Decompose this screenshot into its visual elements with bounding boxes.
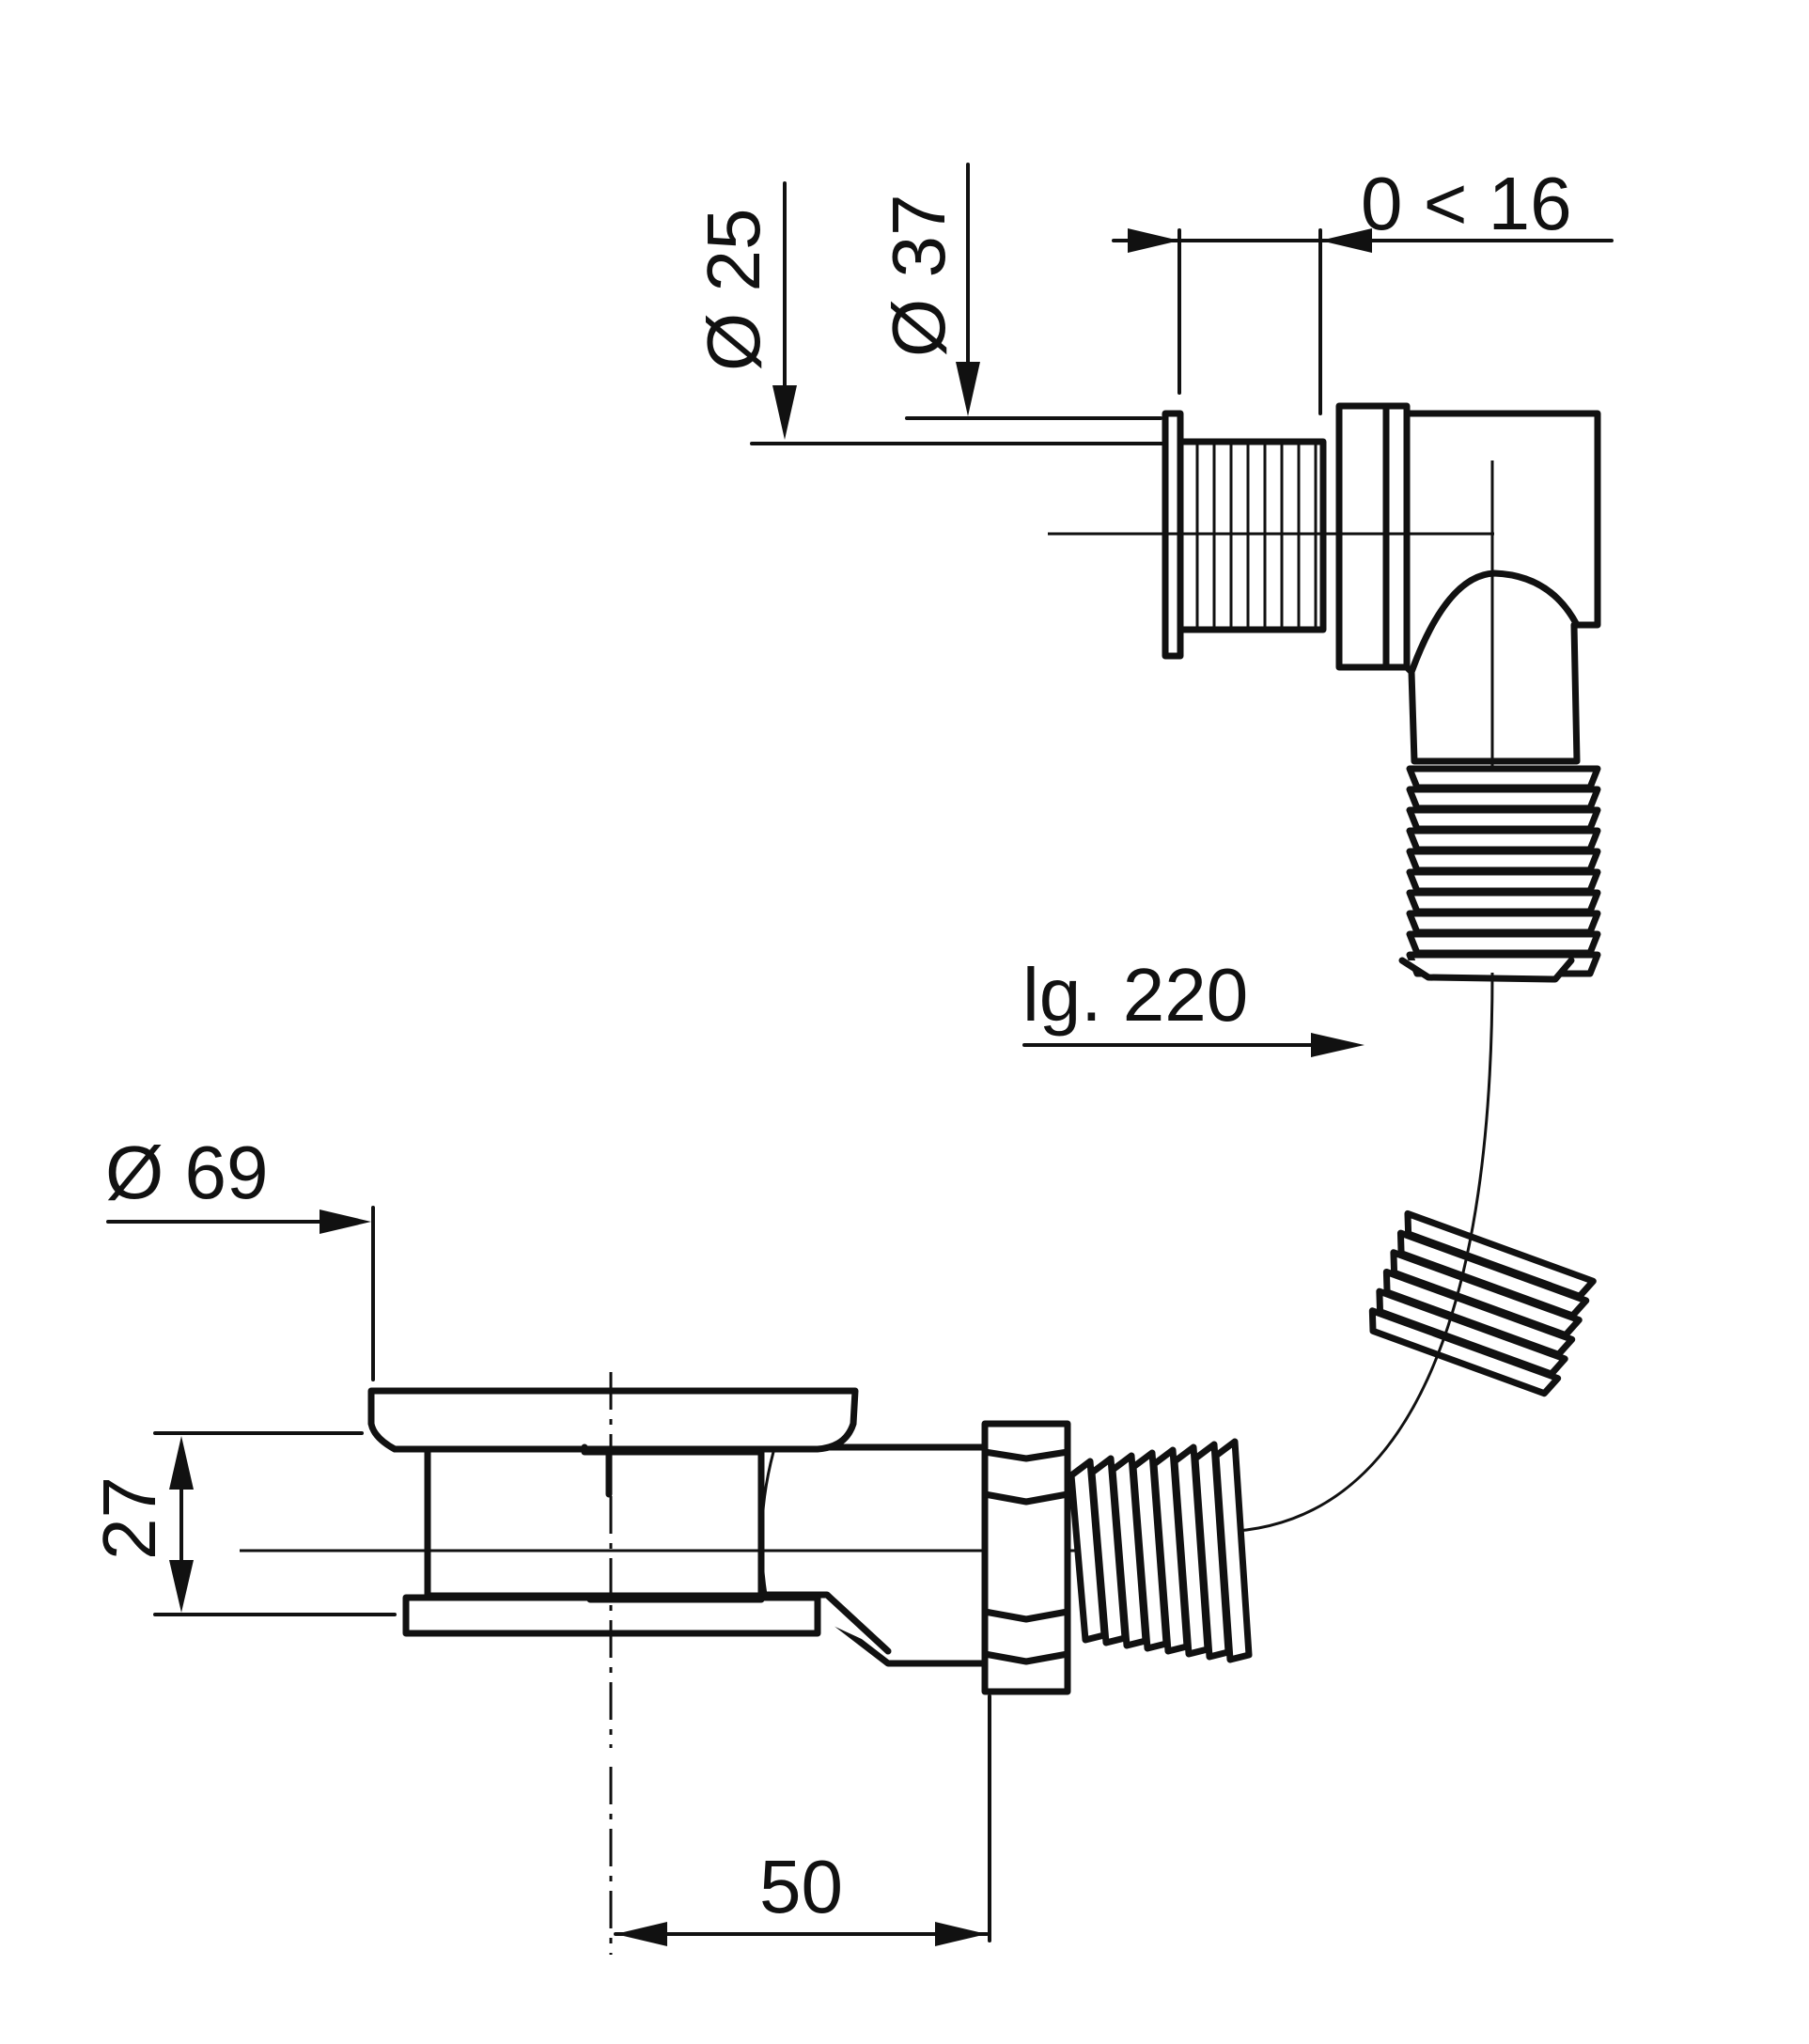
label-width-50: 50 bbox=[759, 1845, 843, 1928]
label-diameter-69: Ø 69 bbox=[105, 1131, 268, 1214]
dimension-height-27 bbox=[153, 1431, 397, 1616]
dimension-range-0-16 bbox=[1112, 228, 1614, 415]
overflow-elbow-body bbox=[1398, 410, 1601, 765]
label-height-27: 27 bbox=[87, 1476, 171, 1560]
dimension-diameter-69 bbox=[106, 1206, 375, 1381]
label-length-220: lg. 220 bbox=[1022, 953, 1248, 1037]
label-diameter-37: Ø 37 bbox=[877, 195, 960, 357]
dimension-diameter-25 bbox=[750, 181, 1172, 445]
overflow-threaded-shaft bbox=[1177, 438, 1327, 633]
hose-corrugated-lower bbox=[1068, 1438, 1253, 1663]
overflow-coupling-nut bbox=[1335, 402, 1411, 671]
dimension-length-220 bbox=[1022, 1033, 1365, 1057]
drain-top-cover bbox=[367, 1387, 859, 1453]
drain-coupling-nut bbox=[981, 1420, 1071, 1695]
label-range-0-16: 0 < 16 bbox=[1361, 162, 1572, 245]
drain-cylinder bbox=[424, 1443, 765, 1599]
dimension-diameter-37 bbox=[905, 163, 1162, 420]
overflow-elbow bbox=[1048, 402, 1601, 973]
drain-body bbox=[240, 1372, 1222, 1955]
hose-corrugated-middle bbox=[1368, 1209, 1597, 1397]
label-diameter-25: Ø 25 bbox=[692, 209, 775, 371]
dimension-width-50 bbox=[614, 1694, 991, 1946]
hose-corrugated-upper bbox=[1398, 765, 1601, 983]
hose-centerline bbox=[1221, 972, 1494, 1534]
